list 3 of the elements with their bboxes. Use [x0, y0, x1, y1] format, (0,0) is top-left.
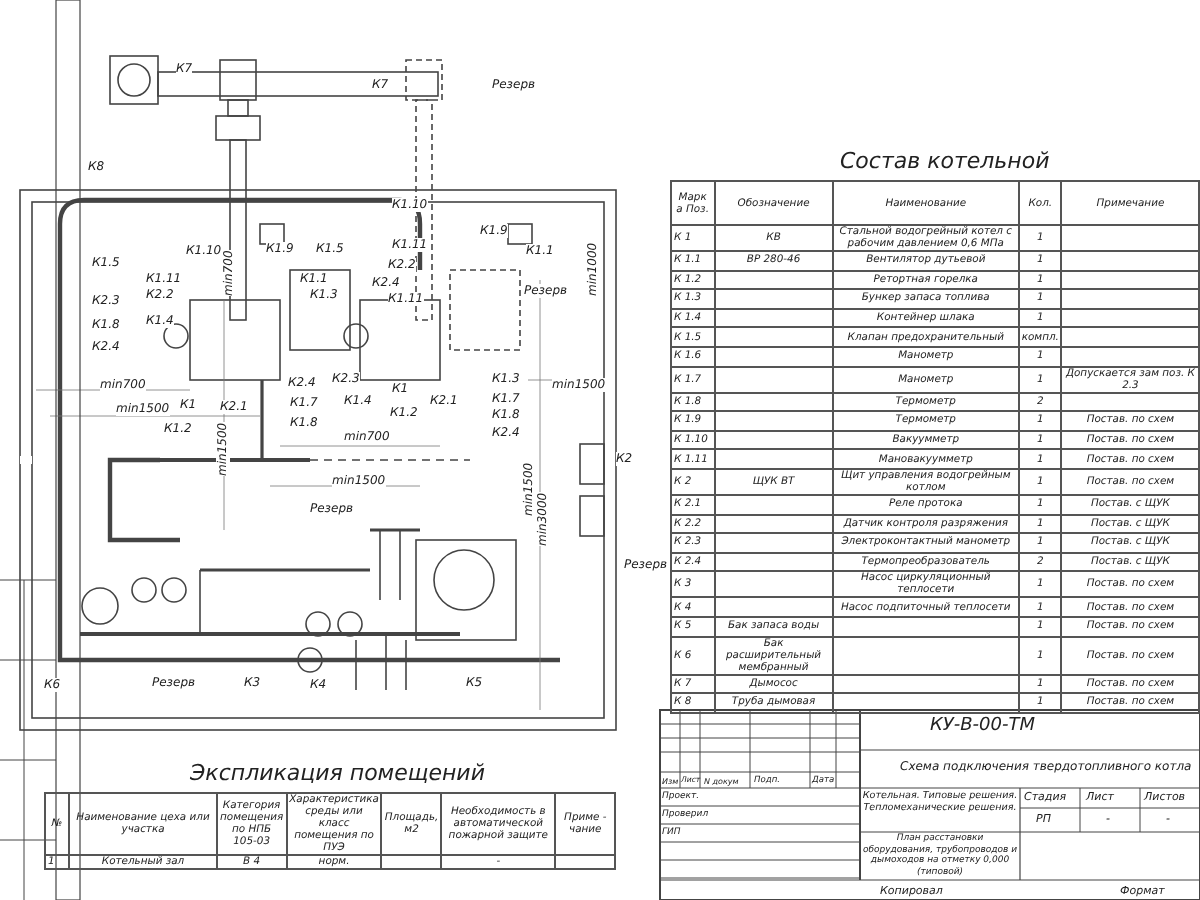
document-code: КУ-В-00-ТМ: [930, 716, 1036, 736]
table-title: Состав котельной: [840, 148, 1050, 174]
table-title: Экспликация помещений: [190, 760, 485, 786]
